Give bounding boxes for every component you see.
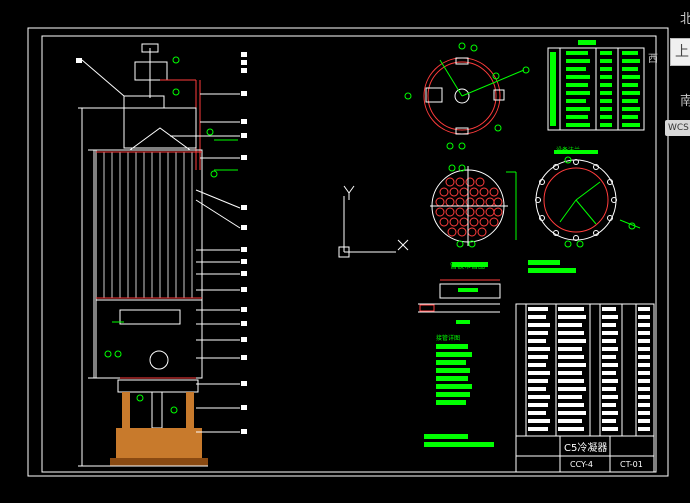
viewcube-north[interactable]: 北 xyxy=(680,12,690,27)
plan-view xyxy=(404,42,530,150)
ucs-icon xyxy=(338,185,409,258)
dimension-lines xyxy=(78,107,124,467)
title-block-name: C5冷凝器 xyxy=(564,441,607,454)
tube-layout-title: 管板布管图 xyxy=(450,261,485,270)
flange-title: 设备法兰 xyxy=(556,146,580,154)
outer-frame xyxy=(27,27,669,477)
foundation xyxy=(110,428,208,467)
vessel-annotations xyxy=(104,56,238,414)
wcs-button[interactable]: WCS xyxy=(665,120,690,136)
viewcube-south[interactable]: 南 xyxy=(680,94,690,109)
detail-title: 接管详图 xyxy=(436,334,460,342)
tube-sheet-layout xyxy=(430,164,517,248)
viewcube-west[interactable]: 西 xyxy=(648,54,658,65)
part-leaders xyxy=(81,59,241,433)
vessel-elevation xyxy=(95,43,203,429)
part-number-marks xyxy=(76,52,247,434)
viewcube-top-face[interactable]: 上 xyxy=(670,38,690,66)
inner-frame xyxy=(41,35,657,473)
parts-list xyxy=(515,303,655,473)
title-block-code: CCY-4 xyxy=(570,460,593,469)
flange-caption xyxy=(554,150,598,154)
sheet-code: CT-01 xyxy=(620,460,643,469)
design-data-table xyxy=(547,40,645,131)
technical-notes xyxy=(424,260,576,447)
flange-view xyxy=(535,156,641,248)
nozzle-detail xyxy=(418,262,501,324)
